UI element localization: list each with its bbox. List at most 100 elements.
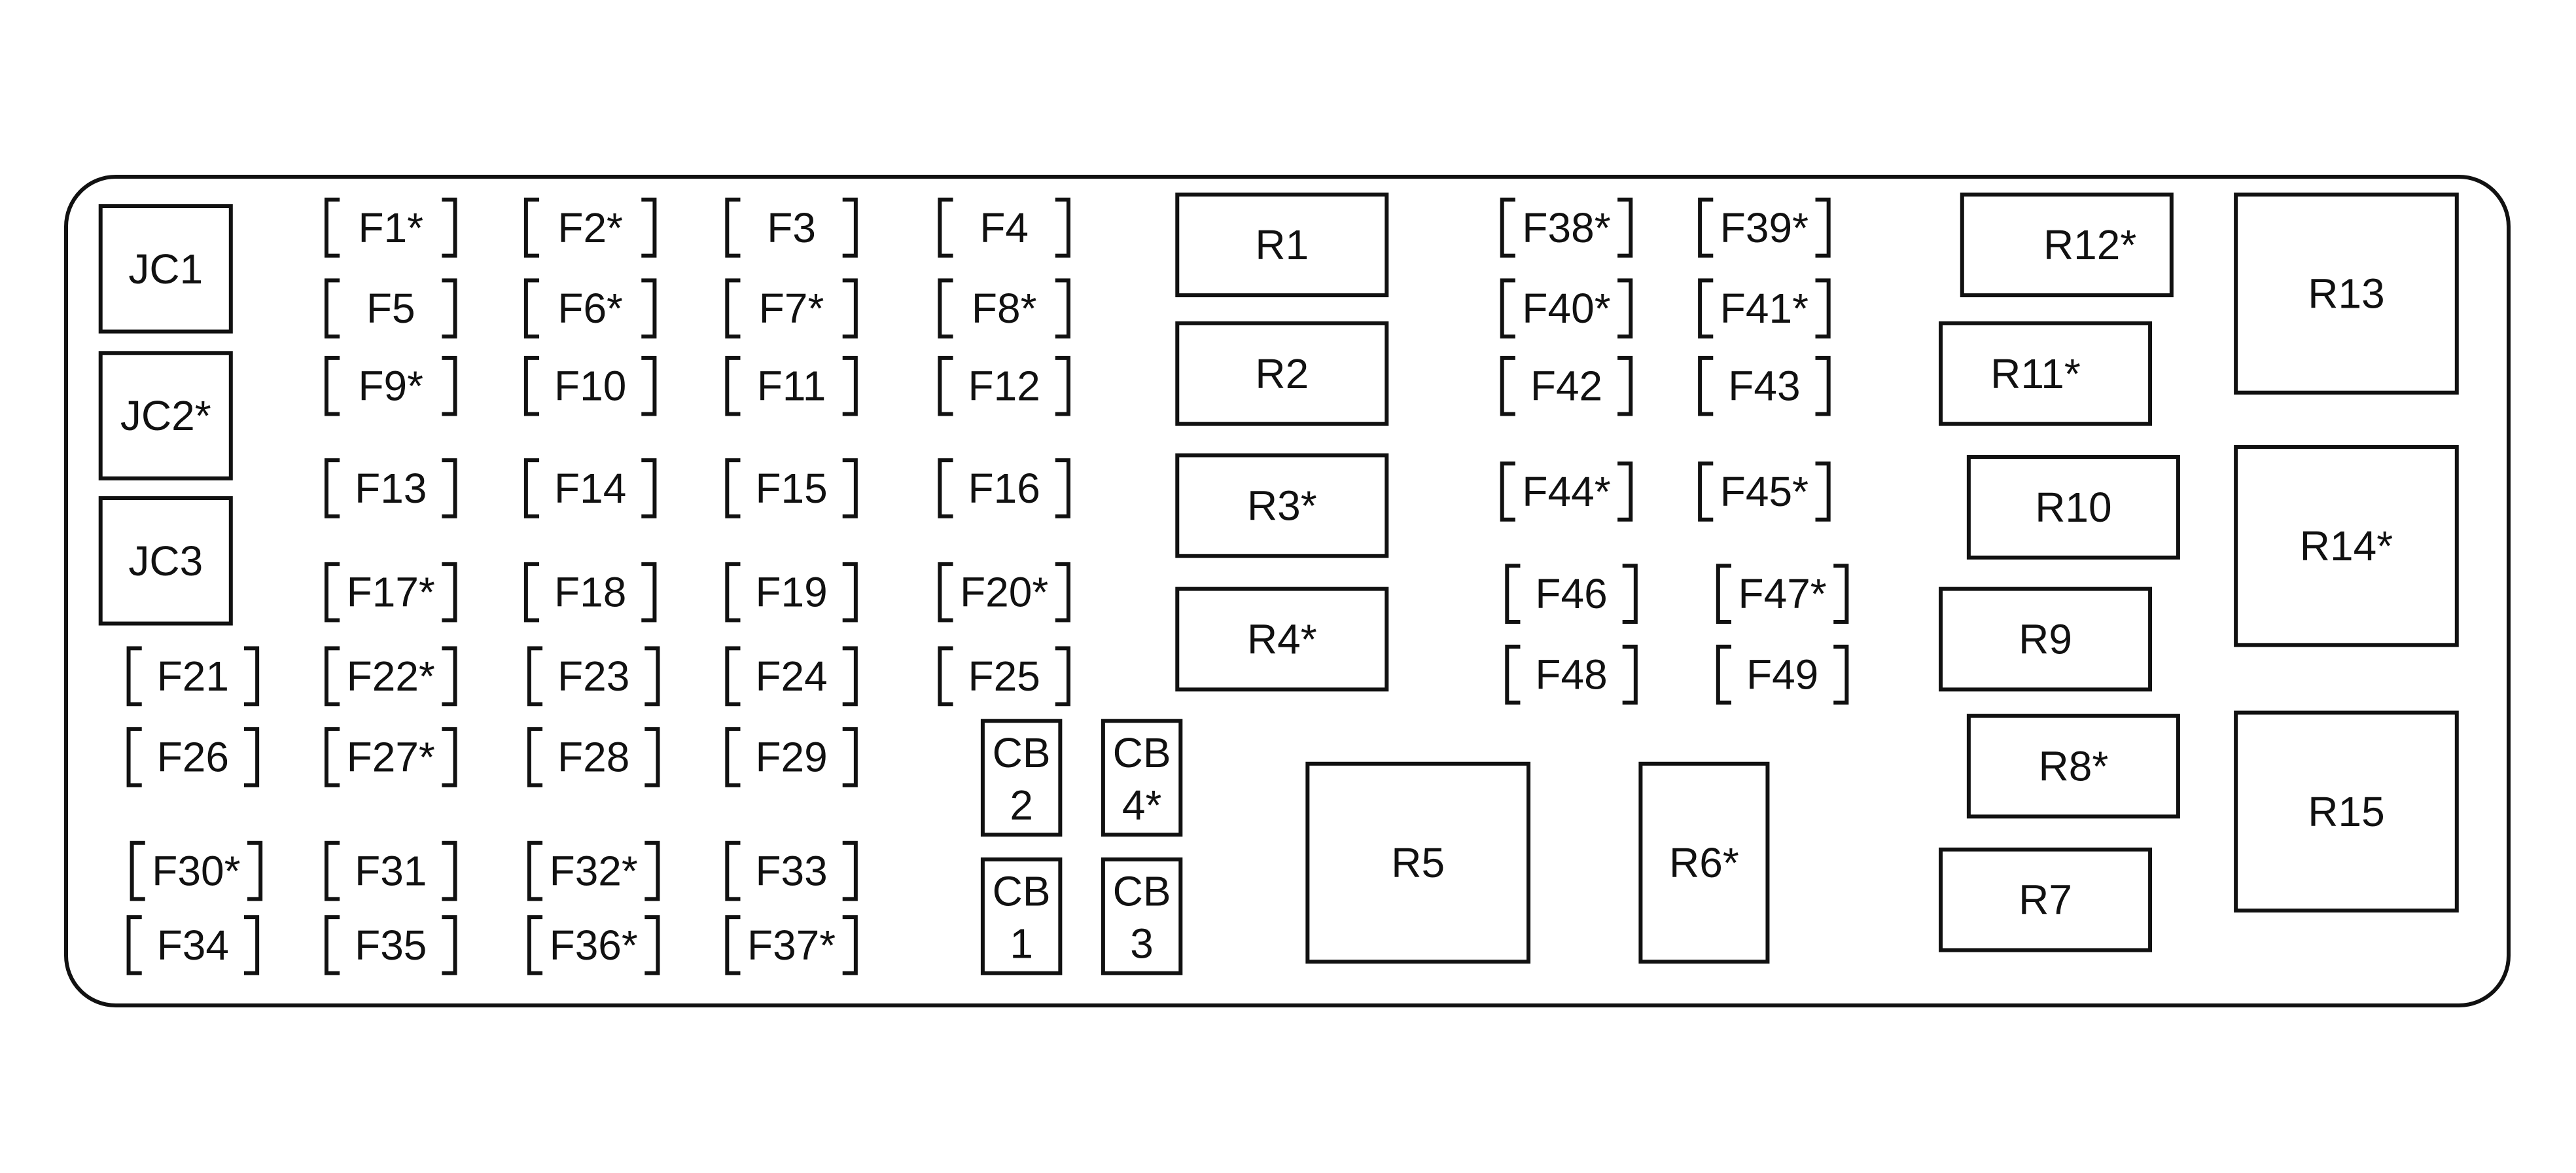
fuse-left-bracket [725,562,741,623]
fuse-right-bracket [442,458,457,518]
fuse-left-bracket [527,727,543,787]
fuse-right-bracket [1622,564,1638,624]
fuse-label: F47* [1738,570,1827,617]
junction-block-outline [98,351,233,480]
fuse-left-bracket [1500,355,1515,416]
junction-block: JC1 [98,204,233,334]
fuse-right-bracket [1815,461,1831,522]
fuse-left-bracket [324,197,340,258]
fuse-left-bracket [1500,197,1515,258]
fuse-right-bracket [442,197,457,258]
fuse-slot: F11 [725,355,858,416]
fuse-slot: F6* [523,278,657,339]
fuse-label: F28 [557,734,629,781]
fuse-slot: F8* [938,278,1070,339]
fuse-left-bracket [725,355,741,416]
circuit-breaker: CB4* [1101,719,1183,837]
junction-label: JC2* [120,392,211,439]
fuse-left-bracket [126,646,142,707]
fuse-left-bracket [1505,644,1521,705]
circuit-breaker-outline [1101,719,1183,837]
fuse-left-bracket [523,355,540,416]
fuse-label: F10 [554,363,626,410]
fuse-label: F39* [1720,204,1808,251]
fuse-left-bracket [1716,644,1731,705]
fuse-right-bracket [1833,644,1849,705]
relay-outline [1960,192,2174,298]
fuse-label: F17* [347,569,435,616]
relay-label: R2 [1255,350,1309,397]
fuse-right-bracket [442,840,457,901]
fuse-left-bracket [523,458,540,518]
relay-label: R11* [1990,350,2081,397]
fuse-left-bracket [725,840,741,901]
circuit-breaker-label-line2: 4* [1122,782,1162,829]
fuse-label: F4 [979,204,1029,251]
fuse-right-bracket [842,197,858,258]
fuse-slot: F33 [725,840,858,901]
fuse-left-bracket [938,197,953,258]
fuse-label: F22* [347,653,435,700]
circuit-breaker-label-line2: 2 [1010,782,1033,829]
fuse-left-bracket [523,562,540,623]
fuse-left-bracket [1698,278,1714,339]
relay-label: R8* [2039,743,2109,790]
relay-label: R4* [1247,616,1317,663]
relay-outline [1939,847,2153,952]
relay-label: R9 [2019,616,2072,663]
fuse-label: F31 [355,848,427,895]
fuse-right-bracket [442,646,457,707]
fuse-left-bracket [527,646,543,707]
relay-label: R15 [2308,788,2384,835]
fuse-label: F49 [1746,651,1818,698]
circuit-breaker-label-line1: CB [993,729,1051,776]
fuse-label: F11 [757,363,826,410]
fuse-left-bracket [523,197,540,258]
circuit-breaker-outline [1101,857,1183,975]
fuse-right-bracket [644,840,660,901]
junction-block-outline [98,204,233,334]
fuse-label: F37* [747,922,836,969]
relay: R11* [1939,321,2153,426]
fuse-label: F1* [358,204,423,251]
relay: R13 [2234,192,2459,395]
fuse-left-bracket [725,727,741,787]
fuse-right-bracket [442,278,457,339]
fuse-slot: F46 [1505,564,1638,624]
fuse-label: F9* [358,363,423,410]
fuse-label: F30* [152,848,240,895]
fuse-right-bracket [1815,355,1831,416]
fuse-right-bracket [442,355,457,416]
relay: R5 [1305,761,1531,964]
fuse-label: F44* [1522,468,1610,515]
relay-outline [2234,192,2459,395]
relay-outline [1175,586,1389,692]
relay: R3* [1175,453,1389,558]
fuse-left-bracket [938,458,953,518]
fuse-right-bracket [842,727,858,787]
fuse-label: F38* [1522,204,1610,251]
fuse-left-bracket [938,355,953,416]
fuse-left-bracket [1698,461,1714,522]
circuit-breaker-outline [980,857,1063,975]
fuse-slot: F41* [1698,278,1831,339]
fuse-label: F48 [1535,651,1607,698]
junction-block-outline [98,496,233,626]
fuse-left-bracket [1716,564,1731,624]
fuse-left-bracket [938,646,953,707]
relay-outline [1966,713,2180,819]
circuit-breaker-label-line2: 1 [1010,920,1033,967]
fuse-slot: F18 [523,562,657,623]
fuse-slot: F23 [527,646,660,707]
relay-outline [2234,710,2459,913]
fuse-left-bracket [938,562,953,623]
relay-outline [2234,444,2459,647]
fuse-left-bracket [725,458,741,518]
fuse-label: F20* [960,569,1048,616]
fuse-label: F42 [1530,363,1602,410]
fuse-slot: F44* [1500,461,1633,522]
circuit-breaker-label-line1: CB [993,868,1051,915]
fuse-slot: F27* [324,727,457,787]
relay: R7 [1939,847,2153,952]
